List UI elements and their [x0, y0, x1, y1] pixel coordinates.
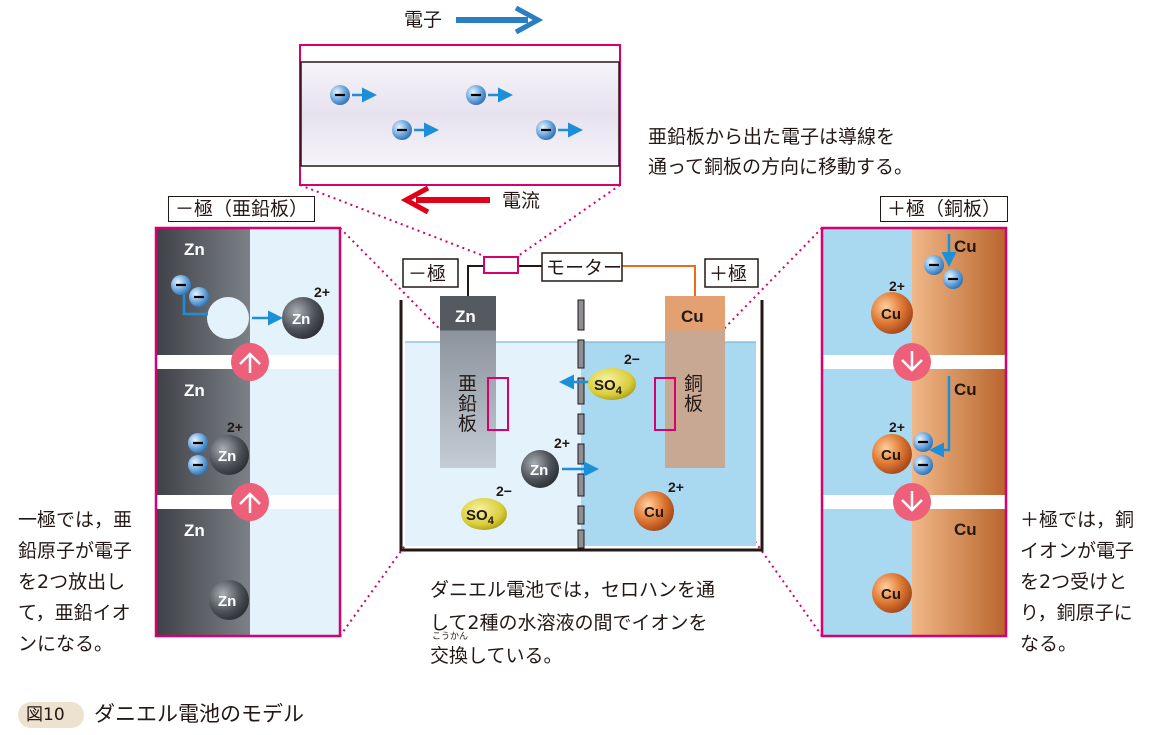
- zinc-plate-label: 亜 鉛 板: [458, 373, 477, 435]
- zinc-symbol: Zn: [184, 381, 205, 400]
- electron: [536, 120, 583, 140]
- exchange-word: 交換: [430, 645, 469, 667]
- svg-text:2−: 2−: [496, 483, 512, 499]
- electron-note-line: 通って銅板の方向に移動する。: [648, 156, 914, 178]
- cell-description-line: して2種の水溶液の間でイオンを: [430, 612, 708, 634]
- positive-electrode-note: ＋極では，銅 イオンが電子 を2つ受けと り，銅原子に なる。: [1020, 505, 1134, 660]
- neg-note-line: ンになる。: [18, 633, 114, 655]
- zinc-plate-char: 板: [458, 413, 477, 435]
- pos-panel-label: ＋極（銅板）: [880, 196, 1009, 222]
- neg-note-line: 鉛原子が電子: [18, 540, 133, 562]
- copper-plate-char: 銅: [684, 373, 703, 395]
- electron-note-line: 亜鉛板から出た電子は導線を: [648, 126, 896, 148]
- furigana: こうかん: [432, 632, 469, 642]
- svg-text:Cu: Cu: [881, 586, 901, 603]
- svg-text:2+: 2+: [227, 419, 243, 435]
- down-arrow-icon: [893, 483, 931, 521]
- svg-text:Cu: Cu: [644, 504, 664, 521]
- pos-note-line: り，銅原子に: [1020, 602, 1133, 624]
- svg-text:2+: 2+: [889, 419, 905, 435]
- zinc-electrode-panel: [154, 226, 342, 638]
- down-arrow-icon: [893, 343, 931, 381]
- svg-text:2+: 2+: [668, 479, 684, 495]
- svg-text:Zn: Zn: [292, 311, 310, 328]
- figure-number: 図10: [26, 705, 65, 725]
- down-arrow-icon: [231, 483, 269, 521]
- neg-note-line: て，亜鉛イオ: [18, 602, 131, 624]
- zinc-symbol: Zn: [184, 521, 205, 540]
- svg-text:SO4: SO4: [466, 507, 495, 527]
- zinc-rod: Zn: [440, 296, 496, 468]
- copper-plate-label: 銅 板: [684, 373, 703, 415]
- svg-text:2+: 2+: [554, 435, 570, 451]
- pos-note-line: イオンが電子: [1020, 540, 1135, 562]
- neg-small-box: [402, 258, 459, 288]
- copper-step1: Cu Cu 2+: [871, 234, 977, 334]
- svg-text:Zn: Zn: [218, 593, 236, 610]
- cell-description: ダニエル電池では，セロハンを通 して2種の水溶液の間でイオンを こうかん 交換し…: [430, 574, 715, 673]
- neg-small-label: －極: [408, 263, 446, 285]
- cellophane-membrane: [577, 299, 585, 549]
- sulfate-ion-left: SO4 2−: [461, 483, 512, 530]
- svg-text:Zn: Zn: [530, 462, 548, 479]
- electron-label: 電子: [404, 9, 442, 31]
- zinc-plate-char: 鉛: [458, 393, 477, 415]
- copper-plate-char: 板: [684, 393, 703, 415]
- wire-magnified-box: [299, 44, 621, 186]
- figure-number-badge: [18, 702, 84, 728]
- copper-ion-beaker: Cu 2+: [634, 479, 684, 531]
- cell-description-line: こうかん 交換している。: [430, 632, 715, 673]
- svg-text:Zn: Zn: [455, 307, 476, 326]
- figure-title: ダニエル電池のモデル: [94, 702, 304, 726]
- svg-text:Zn: Zn: [218, 448, 236, 465]
- svg-text:Cu: Cu: [881, 306, 901, 323]
- pos-small-label: ＋極: [709, 263, 747, 285]
- motor-label: モーター: [546, 257, 622, 279]
- svg-text:Cu: Cu: [954, 237, 977, 256]
- electron: [330, 85, 377, 105]
- down-arrow-icon: [231, 343, 269, 381]
- electron-note: 亜鉛板から出た電子は導線を 通って銅板の方向に移動する。: [648, 122, 913, 182]
- svg-text:SO4: SO4: [594, 377, 623, 397]
- neg-note-line: 一極では，亜: [18, 509, 133, 531]
- current-label: 電流: [502, 190, 540, 212]
- pos-note-line: を2つ受けと: [1020, 571, 1128, 593]
- zinc-plate-char: 亜: [458, 373, 477, 395]
- zinc-symbol: Zn: [184, 240, 205, 259]
- svg-text:2+: 2+: [314, 284, 330, 300]
- zinc-zoom-marker: [487, 377, 509, 431]
- zinc-ion-migrating: Zn 2+: [521, 435, 599, 488]
- svg-text:2+: 2+: [889, 278, 905, 294]
- svg-text:Cu: Cu: [681, 307, 704, 326]
- wire-zoom-marker: [483, 256, 519, 274]
- copper-zoom-marker: [654, 377, 676, 431]
- neg-panel-label: －極（亜鉛板）: [168, 196, 316, 222]
- pos-note-line: ＋極では，銅: [1020, 509, 1135, 531]
- electron: [466, 85, 513, 105]
- svg-text:2−: 2−: [624, 351, 640, 367]
- current-flow-arrow: [400, 185, 490, 215]
- motor-box: [541, 252, 623, 282]
- electron-flow-arrow: [456, 5, 544, 35]
- wire-electrons: [330, 85, 583, 140]
- svg-text:Cu: Cu: [954, 520, 977, 539]
- negative-electrode-note: 一極では，亜 鉛原子が電子 を2つ放出し て，亜鉛イオ ンになる。: [18, 505, 132, 660]
- pos-small-box: [704, 258, 759, 288]
- electron: [392, 120, 439, 140]
- copper-step3: Cu Cu: [872, 520, 977, 613]
- zinc-step2: Zn 2+: [188, 419, 249, 475]
- svg-text:Cu: Cu: [954, 380, 977, 399]
- pos-note-line: なる。: [1020, 633, 1078, 655]
- zinc-step1: Zn 2+: [171, 275, 330, 339]
- zinc-step3: Zn: [209, 580, 249, 620]
- svg-text:Cu: Cu: [881, 447, 901, 464]
- neg-note-line: を2つ放出し: [18, 571, 126, 593]
- copper-electrode-panel: [820, 226, 1008, 638]
- copper-step2: Cu Cu 2+: [872, 376, 977, 475]
- sulfate-ion-migrating: SO4 2−: [559, 351, 640, 400]
- cell-description-line: ダニエル電池では，セロハンを通: [430, 579, 716, 601]
- exchange-rest: している。: [468, 645, 563, 667]
